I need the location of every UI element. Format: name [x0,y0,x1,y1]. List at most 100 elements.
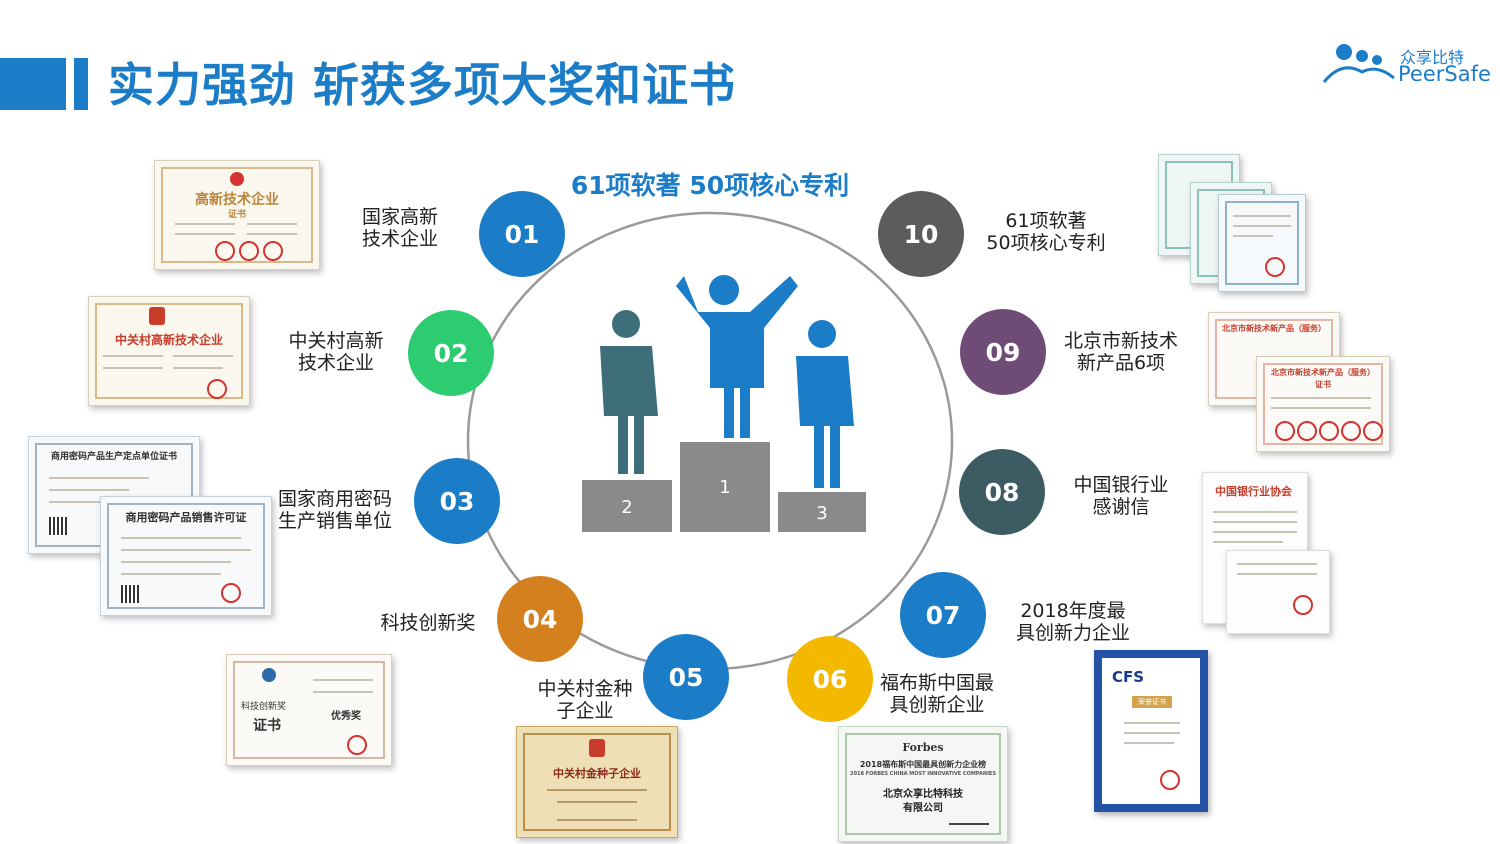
cert-border [1225,201,1299,285]
label-line: 中关村高新 [288,330,384,352]
award-node-04: 04 [497,576,583,662]
label-line: 具创新企业 [889,694,985,716]
cert-brand: Forbes [902,741,944,754]
cert-border [107,503,265,609]
cert-award-name: 科技创新奖 [241,702,287,712]
award-node-07: 07 [900,572,986,658]
certificate-cfs: CFS 荣誉证书 [1094,650,1208,812]
certificate-beijing-new-tech-2: 北京市新技术新产品（服务） 证书 [1256,356,1390,452]
cert-subtitle: 2018 FORBES CHINA MOST INNOVATIVE COMPAN… [850,771,996,777]
cert-prize: 优秀奖 [331,711,361,722]
label-line: 国家高新 [361,206,438,228]
podium-illustration [600,275,854,488]
label-line: 北京市新技术 [1063,330,1178,352]
label-line: 50项核心专利 [986,232,1106,254]
cert-border [95,303,243,399]
podium-first: 1 [680,442,770,532]
award-num: 10 [903,219,939,249]
award-num: 03 [439,486,475,516]
label-line: 61项软著 [1005,210,1087,232]
award-num: 02 [433,338,469,368]
label-line: 福布斯中国最 [879,672,994,694]
cert-company: 有限公司 [903,803,943,814]
award-node-03: 03 [414,458,500,544]
award-label-01: 国家高新技术企业 [345,206,455,250]
label-line: 2018年度最 [1020,600,1126,622]
cert-border [523,733,671,831]
award-num: 01 [504,219,540,249]
header-accent-bar-small [74,58,88,110]
cert-subtitle: 证书 [227,210,246,220]
award-num: 05 [668,662,704,692]
award-node-10: 10 [878,191,964,277]
award-label-03: 国家商用密码生产销售单位 [272,488,398,532]
certificate-zgc-golden-seed: 中关村金种子企业 [516,726,678,838]
award-node-02: 02 [408,310,494,396]
certificate-commercial-crypto-sales: 商用密码产品销售许可证 [100,496,272,616]
podium-third: 3 [778,492,866,532]
award-num: 08 [984,477,1020,507]
award-node-08: 08 [959,449,1045,535]
podium-second-label: 2 [621,497,633,518]
page-title: 实力强劲 斩获多项大奖和证书 [108,58,737,112]
cert-company: 北京众享比特科技 [883,789,963,800]
award-label-06: 福布斯中国最具创新企业 [872,672,1002,716]
award-num: 06 [812,664,848,694]
cert-brand: CFS [1112,668,1145,686]
cert-paper [1102,658,1200,804]
award-label-09: 北京市新技术新产品6项 [1058,330,1184,374]
award-label-04: 科技创新奖 [372,612,484,634]
award-label-05: 中关村金种子企业 [530,678,640,722]
podium-first-label: 1 [719,477,731,498]
cert-ribbon [1132,696,1172,708]
label-line: 中国银行业 [1073,474,1169,496]
label-line: 感谢信 [1092,496,1150,518]
association-emblem-icon [262,668,276,682]
cert-title: 中国银行业协会 [1215,485,1292,498]
cert-title: 荣誉证书 [1138,698,1166,706]
award-node-09: 09 [960,309,1046,395]
certificate-high-tech: 高新技术企业 证书 [154,160,320,270]
certificate-zgc-high-tech: 中关村高新技术企业 [88,296,250,406]
certificate-china-banking-letter-page2 [1226,550,1330,634]
cert-border [233,661,385,759]
header-accent-bar [0,58,66,110]
podium-second: 2 [582,480,672,532]
podium-third-label: 3 [816,503,828,524]
brand-name-cn: 众享比特 [1400,48,1465,67]
cert-title: 商用密码产品生产定点单位证书 [50,452,177,462]
certificate-tech-innovation: 科技创新奖 证书 优秀奖 [226,654,392,766]
cert-title: 北京市新技术新产品（服务） [1271,368,1375,377]
zgc-logo-icon [589,739,605,757]
label-line: 生产销售单位 [277,510,392,532]
label-line: 新产品6项 [1076,352,1166,374]
label-line: 科技创新奖 [380,612,476,634]
zgc-logo-icon [149,307,165,325]
peersafe-logo-icon [1322,44,1395,83]
cert-border [1263,363,1383,445]
award-node-01: 01 [479,191,565,277]
cert-title: 2018福布斯中国最具创新力企业榜 [859,760,987,769]
label-line: 技术企业 [361,228,438,250]
certificate-patent [1218,194,1306,292]
label-line: 子企业 [556,700,614,722]
cert-title: 高新技术企业 [195,192,279,208]
award-label-02: 中关村高新技术企业 [276,330,396,374]
award-label-07: 2018年度最具创新力企业 [1010,600,1136,644]
award-num: 07 [925,600,961,630]
award-label-08: 中国银行业感谢信 [1066,474,1176,518]
cert-title: 北京市新技术新产品（服务） [1222,324,1326,333]
award-num: 09 [985,337,1021,367]
award-num: 04 [522,604,558,634]
label-line: 技术企业 [297,352,374,374]
cert-title: 中关村高新技术企业 [114,333,223,347]
headline-patents: 61项软著 50项核心专利 [570,171,850,200]
emblem-icon [230,172,244,186]
cert-border [161,167,313,263]
cert-subtitle: 证书 [1315,380,1331,389]
award-node-05: 05 [643,634,729,720]
award-node-06: 06 [787,636,873,722]
label-line: 国家商用密码 [277,488,392,510]
label-line: 中关村金种 [537,678,633,700]
